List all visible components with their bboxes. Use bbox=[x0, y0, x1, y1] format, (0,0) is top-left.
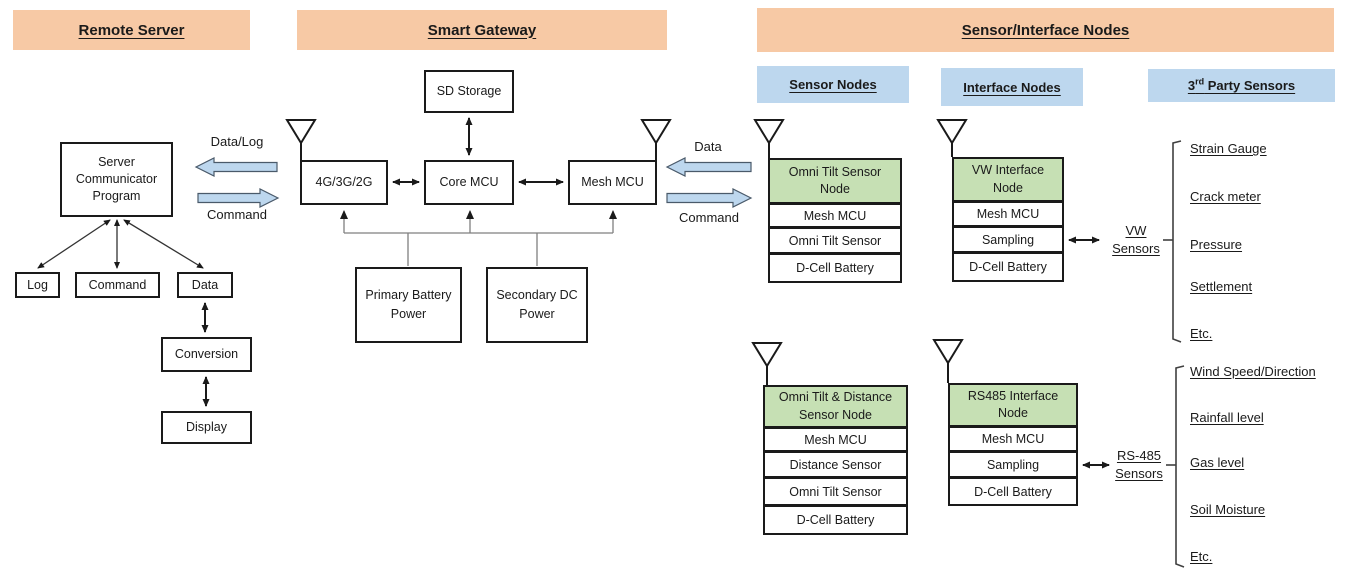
mesh-mcu-box: Mesh MCU bbox=[568, 160, 657, 205]
box-label: Log bbox=[27, 277, 48, 292]
link-label-data: Data bbox=[694, 139, 722, 154]
rs485-interface-node-row: Sampling bbox=[948, 451, 1078, 478]
box-label: Mesh MCU bbox=[581, 175, 644, 190]
omni-tilt-node-row: Mesh MCU bbox=[768, 203, 902, 228]
node-title: VW Interface Node bbox=[971, 163, 1045, 195]
rs485-sensor-list-item: Gas level bbox=[1190, 455, 1245, 470]
section-title: Remote Server bbox=[78, 21, 185, 39]
data-conversion-arrows bbox=[201, 302, 210, 407]
sensor-list-brackets bbox=[1163, 140, 1185, 568]
vw-sensors-label: VW Sensors bbox=[1112, 223, 1160, 257]
vw-sensor-list-item: Crack meter bbox=[1190, 189, 1261, 204]
power-rail bbox=[340, 210, 617, 266]
vw-sensor-list-item: Strain Gauge bbox=[1190, 141, 1267, 156]
core-mcu-box: Core MCU bbox=[424, 160, 514, 205]
antenna-icon bbox=[932, 339, 964, 383]
section-header-remote-server: Remote Server bbox=[13, 10, 250, 50]
rs485-sensors-label: RS-485 Sensors bbox=[1115, 448, 1163, 482]
omni-tilt-node-row: Omni Tilt Sensor bbox=[768, 227, 902, 254]
omni-tilt-distance-node-row: Distance Sensor bbox=[763, 451, 908, 478]
box-label: 4G/3G/2G bbox=[315, 175, 373, 190]
subheader-title: Sensor Nodes bbox=[789, 77, 877, 92]
modem-box: 4G/3G/2G bbox=[300, 160, 388, 205]
antenna-icons bbox=[285, 119, 968, 385]
vw-interface-node-row: Sampling bbox=[952, 226, 1064, 253]
data-box: Data bbox=[177, 272, 233, 298]
box-label: Core MCU bbox=[439, 175, 499, 190]
command-box: Command bbox=[75, 272, 160, 298]
antenna-icon bbox=[285, 119, 317, 160]
omni-tilt-node-header: Omni Tilt Sensor Node bbox=[768, 158, 902, 204]
primary-battery-power-box: Primary Battery Power bbox=[355, 267, 462, 343]
node-title: RS485 Interface Node bbox=[967, 388, 1059, 421]
box-label: Display bbox=[186, 420, 227, 435]
section-header-sensor-interface-nodes: Sensor/Interface Nodes bbox=[757, 8, 1334, 52]
secondary-dc-power-box: Secondary DC Power bbox=[486, 267, 588, 343]
vw-sensor-list-item: Etc. bbox=[1190, 326, 1213, 341]
conversion-box: Conversion bbox=[161, 337, 252, 372]
sd-storage-box: SD Storage bbox=[424, 70, 514, 113]
antenna-icon bbox=[936, 119, 968, 157]
box-label: Primary Battery Power bbox=[365, 287, 452, 321]
subheader-sensor-nodes: Sensor Nodes bbox=[757, 66, 909, 103]
link-label-command-right: Command bbox=[679, 210, 739, 225]
omni-tilt-node-row: D-Cell Battery bbox=[768, 253, 902, 283]
subheader-title: 3rd Party Sensors bbox=[1187, 76, 1296, 93]
antenna-icon bbox=[640, 119, 672, 160]
omni-tilt-distance-node-row: Mesh MCU bbox=[763, 427, 908, 452]
left-flow-arrows bbox=[194, 157, 280, 208]
server-communicator-program-box: Server Communicator Program bbox=[60, 142, 173, 217]
subheader-title: Interface Nodes bbox=[963, 79, 1061, 95]
log-box: Log bbox=[15, 272, 60, 298]
link-label-command-left: Command bbox=[207, 207, 267, 222]
omni-tilt-distance-node-row: Omni Tilt Sensor bbox=[763, 477, 908, 506]
subheader-third-party-sensors: 3rd Party Sensors bbox=[1148, 69, 1335, 102]
vw-interface-node-row: D-Cell Battery bbox=[952, 252, 1064, 282]
rs485-sensor-list-item: Wind Speed/Direction bbox=[1190, 364, 1316, 379]
interface-sensor-arrows bbox=[1068, 236, 1110, 469]
box-label: Secondary DC Power bbox=[496, 287, 578, 321]
box-label: Command bbox=[88, 277, 147, 292]
section-header-smart-gateway: Smart Gateway bbox=[297, 10, 667, 50]
gateway-bus-arrows bbox=[392, 117, 564, 186]
vw-interface-node-header: VW Interface Node bbox=[952, 157, 1064, 202]
omni-tilt-distance-node-header: Omni Tilt & Distance Sensor Node bbox=[763, 385, 908, 428]
rs485-sensor-list-item: Etc. bbox=[1190, 549, 1213, 564]
vw-interface-node-row: Mesh MCU bbox=[952, 201, 1064, 227]
rs485-sensor-list-item: Soil Moisture bbox=[1190, 502, 1266, 517]
box-label: SD Storage bbox=[436, 84, 502, 99]
display-box: Display bbox=[161, 411, 252, 444]
omni-tilt-distance-node-row: D-Cell Battery bbox=[763, 505, 908, 535]
scp-fan-arrows bbox=[37, 219, 204, 269]
box-label: Data bbox=[191, 277, 219, 292]
rs485-interface-node-row: D-Cell Battery bbox=[948, 477, 1078, 506]
box-label: Conversion bbox=[174, 347, 239, 362]
subheader-interface-nodes: Interface Nodes bbox=[941, 68, 1083, 106]
section-title: Sensor/Interface Nodes bbox=[961, 21, 1130, 39]
rs485-interface-node-header: RS485 Interface Node bbox=[948, 383, 1078, 427]
node-title: Omni Tilt & Distance Sensor Node bbox=[778, 390, 893, 422]
link-label-data-log: Data/Log bbox=[210, 134, 264, 149]
rs485-sensor-list-item: Rainfall level bbox=[1190, 410, 1264, 425]
vw-sensor-list-item: Settlement bbox=[1190, 279, 1253, 294]
node-title: Omni Tilt Sensor Node bbox=[788, 164, 882, 197]
vw-sensor-list-item: Pressure bbox=[1190, 237, 1243, 252]
antenna-icon bbox=[753, 119, 785, 158]
section-title: Smart Gateway bbox=[427, 21, 537, 39]
antenna-icon bbox=[751, 342, 783, 385]
box-label: Server Communicator Program bbox=[75, 155, 158, 203]
rs485-interface-node-row: Mesh MCU bbox=[948, 426, 1078, 452]
right-flow-arrows bbox=[665, 157, 753, 208]
